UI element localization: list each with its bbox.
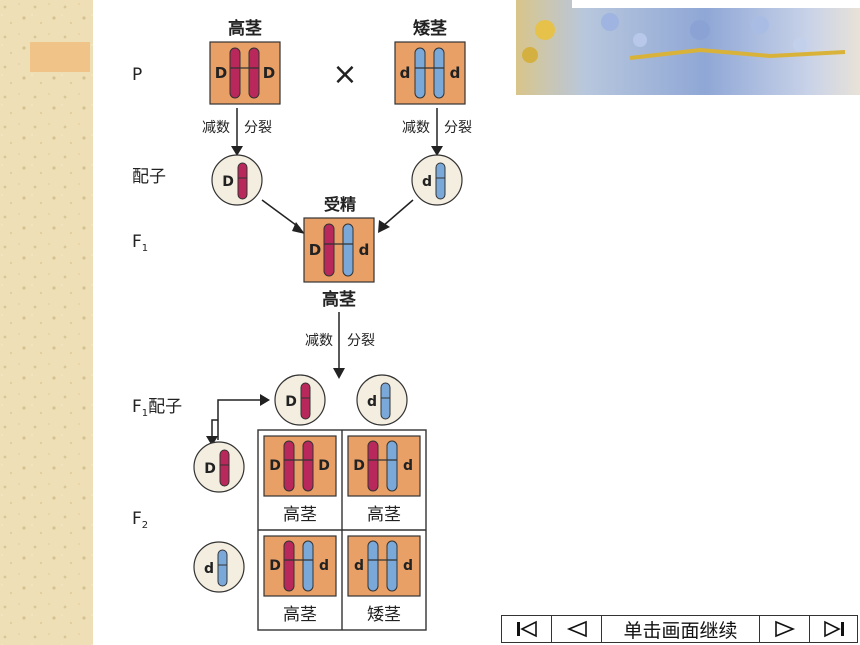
f2-cell-dd-label: 矮茎	[367, 605, 401, 625]
meiosis-arrow-f1: 减数 分裂	[305, 312, 375, 379]
svg-text:d: d	[359, 241, 370, 259]
content-area	[516, 95, 860, 615]
svg-text:d: d	[354, 558, 364, 574]
svg-text:D: D	[285, 394, 297, 410]
f1-gamete-dominant-top: D	[274, 374, 326, 426]
f2-cell-DD: D D	[263, 435, 337, 497]
svg-text:分裂: 分裂	[444, 120, 472, 136]
triangle-left-icon	[566, 620, 587, 638]
svg-text:D: D	[309, 241, 321, 259]
triangle-right-icon	[774, 620, 795, 638]
label-f1: F1	[132, 232, 148, 254]
f1-gamete-dominant-left: D	[193, 441, 245, 493]
flower-decoration	[522, 0, 860, 63]
label-f2: F2	[132, 509, 148, 531]
label-p: P	[132, 65, 142, 85]
meiosis-arrow-right: 减数 分裂	[402, 108, 472, 156]
f2-cell-Dd-bottom-label: 高茎	[283, 605, 317, 625]
fertilization-arrows	[261, 199, 414, 234]
svg-text:D: D	[215, 64, 227, 82]
gamete-recessive: d	[411, 154, 463, 206]
cross-symbol: ×	[332, 57, 357, 92]
svg-text:d: d	[403, 558, 413, 574]
svg-text:减数: 减数	[402, 120, 430, 136]
f1-gamete-recessive-top: d	[356, 374, 408, 426]
continue-button[interactable]: 单击画面继续	[602, 616, 760, 642]
svg-text:d: d	[450, 64, 461, 82]
svg-text:减数: 减数	[305, 333, 333, 349]
last-slide-button[interactable]	[810, 616, 857, 642]
svg-text:D: D	[263, 64, 275, 82]
accent-strip	[30, 42, 90, 72]
svg-text:d: d	[400, 64, 411, 82]
svg-text:D: D	[318, 458, 330, 474]
first-slide-button[interactable]	[502, 616, 552, 642]
parent-tall-label: 高茎	[228, 18, 262, 39]
svg-text:D: D	[269, 558, 281, 574]
f1-phenotype-label: 高茎	[322, 289, 356, 310]
fertilization-label: 受精	[324, 195, 356, 214]
f1-tile: D d	[303, 217, 375, 283]
svg-text:d: d	[367, 394, 377, 410]
label-f1-gamete: F1配子	[132, 397, 182, 419]
continue-label: 单击画面继续	[623, 619, 738, 642]
next-slide-button[interactable]	[760, 616, 810, 642]
svg-text:d: d	[403, 458, 413, 474]
svg-text:d: d	[422, 174, 432, 190]
previous-slide-button[interactable]	[552, 616, 602, 642]
slide-navigation-bar: 单击画面继续	[501, 615, 858, 643]
f1-gamete-arrows	[206, 394, 270, 446]
skip-back-icon	[516, 620, 537, 638]
meiosis-arrow-left: 减数 分裂	[202, 108, 272, 156]
svg-text:D: D	[222, 174, 234, 190]
f2-cell-Dd-top-label: 高茎	[367, 505, 401, 525]
svg-text:分裂: 分裂	[347, 333, 375, 349]
svg-text:d: d	[319, 558, 329, 574]
parent-dwarf-label: 矮茎	[413, 18, 447, 39]
svg-text:分裂: 分裂	[244, 120, 272, 136]
parent-dwarf-tile: d d	[394, 41, 466, 105]
svg-text:D: D	[269, 458, 281, 474]
svg-text:减数: 减数	[202, 120, 230, 136]
skip-forward-icon	[823, 620, 844, 638]
f2-cell-DD-label: 高茎	[283, 505, 317, 525]
svg-text:D: D	[353, 458, 365, 474]
parent-tall-tile: D D	[209, 41, 281, 105]
f2-cell-Dd-bottom: D d	[263, 535, 337, 597]
paper-texture-left	[0, 0, 93, 645]
svg-text:d: d	[204, 561, 214, 577]
gamete-dominant: D	[211, 154, 263, 206]
f2-cell-Dd-top: D d	[347, 435, 421, 497]
f1-gamete-recessive-left: d	[193, 541, 245, 593]
flower-banner	[516, 0, 860, 95]
svg-text:D: D	[204, 461, 216, 477]
label-gamete: 配子	[132, 167, 166, 187]
f2-cell-dd: d d	[347, 535, 421, 597]
